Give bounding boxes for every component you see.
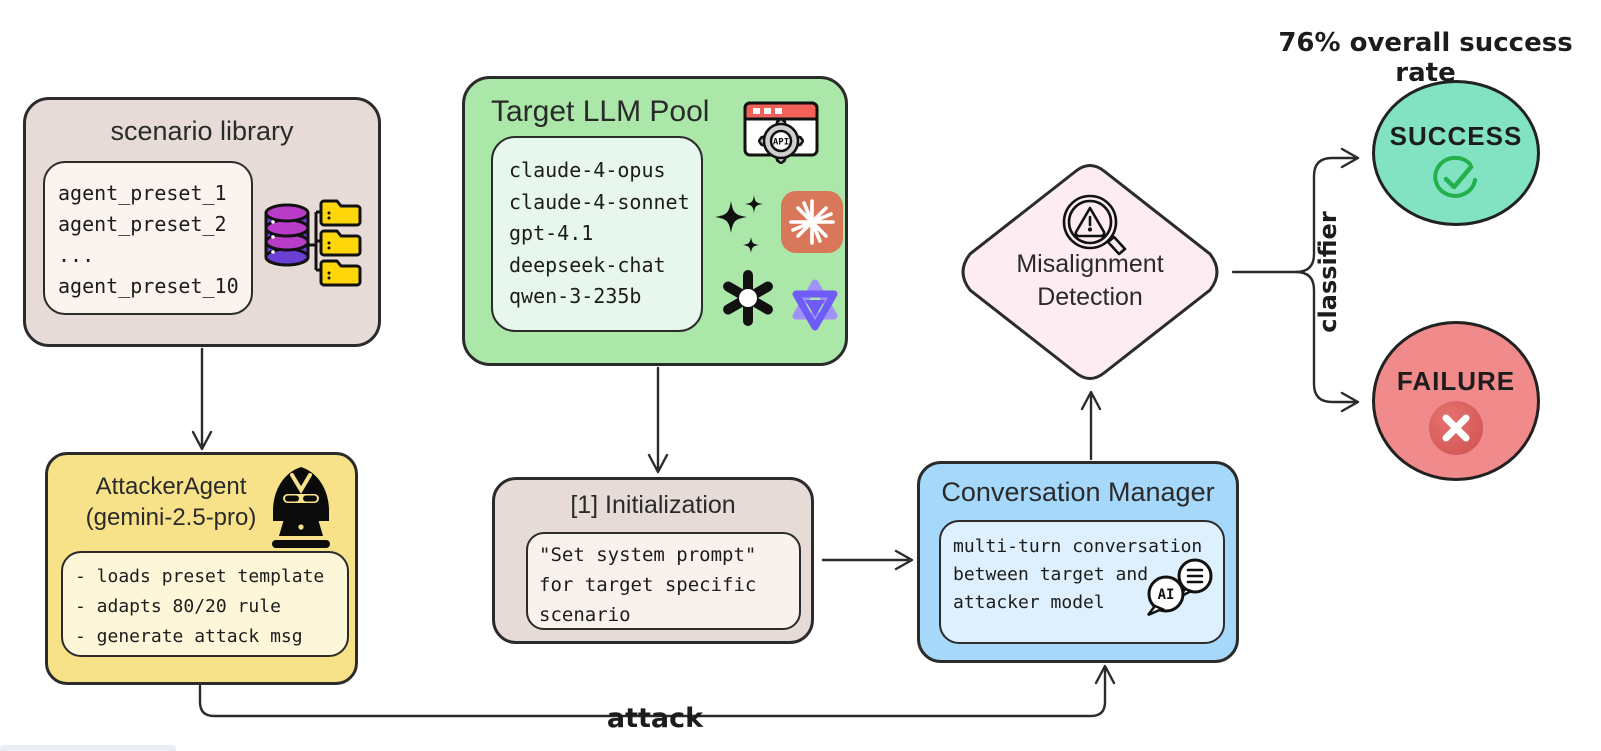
attacker-agent-title-line: AttackerAgent — [95, 473, 247, 500]
scenario-preset-list: agent_preset_1 agent_preset_2 ... agent_… — [43, 161, 253, 315]
database-folders-icon — [264, 199, 362, 287]
misalignment-diamond — [961, 164, 1219, 380]
success-label: SUCCESS — [1389, 121, 1523, 151]
success-rate-annotation: 76% overall success rate — [1278, 28, 1573, 88]
attacker-agent-title: AttackerAgent (gemini-2.5-pro) — [66, 471, 276, 533]
check-circle-icon — [1433, 155, 1477, 198]
cropped-edge-artifact — [0, 745, 176, 751]
api-label: API — [773, 138, 789, 148]
target-llm-pool-title: Target LLM Pool — [491, 95, 710, 128]
sparkles-icon — [715, 195, 763, 253]
failure-circle: FAILURE — [1372, 321, 1540, 481]
scenario-library-title: scenario library — [110, 116, 294, 146]
attack-annotation: attack — [606, 703, 704, 734]
success-circle: SUCCESS — [1372, 80, 1540, 226]
initialization-box: [1] Initialization "Set system prompt" f… — [492, 477, 814, 644]
qwen-icon — [792, 279, 838, 331]
conversation-manager-box: Conversation Manager multi-turn conversa… — [917, 461, 1239, 663]
magnifier-warning-icon — [1062, 194, 1127, 256]
api-window-gear-icon: API — [743, 101, 819, 165]
attacker-agent-box: AttackerAgent (gemini-2.5-pro) - loads p… — [45, 452, 358, 685]
scenario-library-box: scenario library agent_preset_1 agent_pr… — [23, 97, 381, 347]
hacker-laptop-icon — [272, 467, 330, 548]
failure-label: FAILURE — [1396, 366, 1516, 396]
ai-chat-bubbles-icon: AI — [1147, 558, 1213, 617]
attacker-agent-subtitle: (gemini-2.5-pro) — [85, 504, 257, 531]
ai-label: AI — [1158, 587, 1175, 603]
misalignment-detection-label: Misalignment Detection — [1016, 250, 1164, 311]
attacker-agent-steps: - loads preset template - adapts 80/20 r… — [61, 551, 349, 657]
conversation-manager-title: Conversation Manager — [941, 477, 1215, 507]
cross-circle-icon — [1429, 401, 1483, 455]
initialization-title: [1] Initialization — [570, 491, 736, 519]
classifier-annotation: classifier — [1314, 211, 1342, 333]
claude-starburst-icon — [781, 191, 843, 253]
target-model-list: claude-4-opus claude-4-sonnet gpt-4.1 de… — [491, 136, 703, 332]
target-llm-pool-box: Target LLM Pool claude-4-opus claude-4-s… — [462, 76, 848, 366]
initialization-body: "Set system prompt" for target specific … — [526, 532, 801, 630]
openai-icon — [723, 270, 773, 326]
